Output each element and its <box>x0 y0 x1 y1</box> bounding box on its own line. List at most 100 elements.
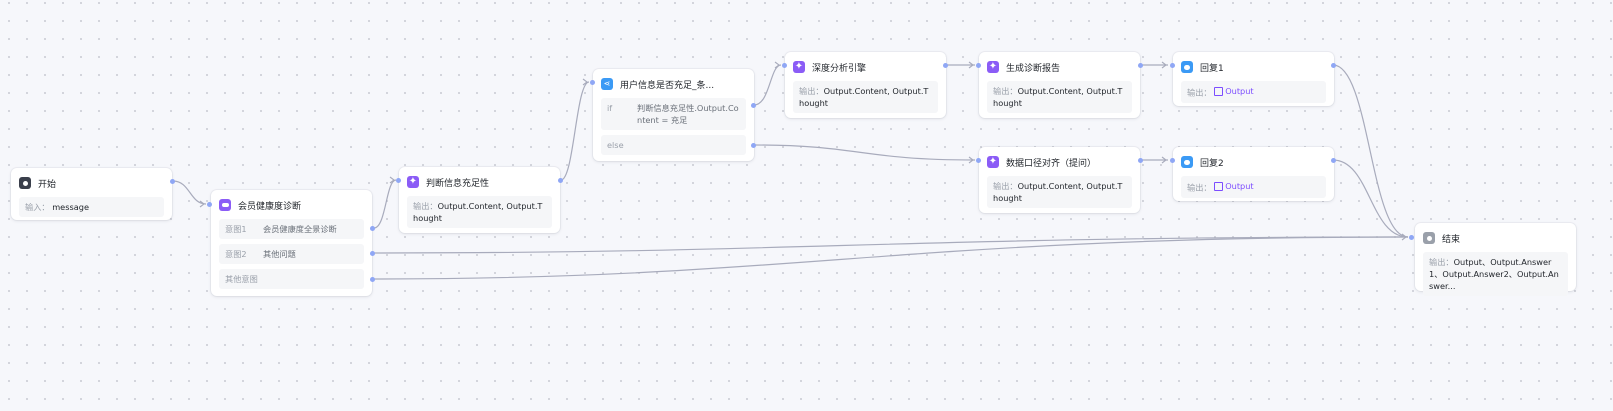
node-title: 开始 <box>38 179 57 190</box>
end-in-port[interactable] <box>1409 235 1414 240</box>
report-out-port[interactable] <box>1138 63 1143 68</box>
condition-node[interactable]: ⋖ 用户信息是否充足_条... if 判断信息充足性.Output.Conten… <box>593 69 754 161</box>
output-value: Output <box>1225 86 1254 96</box>
else-label: else <box>607 140 624 150</box>
intent-node[interactable]: 会员健康度诊断 意图1 会员健康度全景诊断 意图2 其他问题 其他意图 <box>211 190 372 296</box>
edge-intent1-judge <box>373 179 397 229</box>
intent-row-other: 其他意图 <box>219 269 364 289</box>
output-row: 输出：Output.Content, Output.Thought <box>793 81 938 113</box>
arrow-intent <box>199 200 205 208</box>
end-node[interactable]: 结束 输出：Output、Output.Answer1、Output.Answe… <box>1415 223 1576 296</box>
if-row: if 判断信息充足性.Output.Content = 充足 <box>601 98 746 130</box>
intent-key: 意图1 <box>225 224 247 234</box>
arrow-report <box>968 61 974 69</box>
report-in-port[interactable] <box>976 63 981 68</box>
edge-judge-condition <box>560 81 590 181</box>
node-title: 回复1 <box>1200 63 1224 74</box>
output-value: Output <box>1225 181 1254 191</box>
intent-in-port[interactable] <box>207 202 212 207</box>
node-title: 回复2 <box>1200 158 1224 169</box>
node-title: 深度分析引擎 <box>812 63 867 74</box>
start-node[interactable]: 开始 输入： message <box>11 168 172 220</box>
else-row: else <box>601 135 746 155</box>
reply1-out-port[interactable] <box>1331 63 1336 68</box>
arrow-judge <box>389 176 395 184</box>
edge-reply1-end <box>1332 64 1409 238</box>
llm-sparkle-icon: ✦ <box>407 176 419 188</box>
end-icon <box>1423 232 1435 244</box>
node-title: 用户信息是否充足_条... <box>620 80 715 91</box>
edge-start-intent <box>172 180 207 205</box>
intent-2-out-port[interactable] <box>370 251 375 256</box>
start-out-port[interactable] <box>170 179 175 184</box>
node-title: 结束 <box>1442 234 1461 245</box>
output-row: 输出：Output.Content, Output.Thought <box>987 81 1132 113</box>
edge-other-end <box>373 236 1409 280</box>
reply-icon <box>1181 61 1193 73</box>
output-label: 输出： <box>413 201 438 211</box>
if-expression: 判断信息充足性.Output.Content = 充足 <box>637 103 739 125</box>
edge-else-align <box>753 144 976 161</box>
condition-if-out-port[interactable] <box>751 103 756 108</box>
llm-sparkle-icon: ✦ <box>987 61 999 73</box>
arrow-reply1 <box>1161 61 1167 69</box>
output-row: 输出：Output.Content, Output.Thought <box>987 176 1132 208</box>
arrow-reply2 <box>1161 156 1167 164</box>
deep-analysis-node[interactable]: ✦ 深度分析引擎 输出：Output.Content, Output.Thoug… <box>785 52 946 118</box>
output-row: 输出： Output <box>1181 176 1326 198</box>
reply1-node[interactable]: 回复1 输出： Output <box>1173 52 1334 106</box>
output-label: 输出： <box>1187 182 1212 193</box>
arrow-end <box>1401 233 1407 241</box>
robot-icon <box>219 199 231 211</box>
node-title: 生成诊断报告 <box>1006 63 1061 74</box>
if-label: if <box>607 103 613 113</box>
output-value: Output.Content, Output.Thought <box>799 86 929 108</box>
intent-value: 其他问题 <box>263 249 296 259</box>
intent-value: 会员健康度全景诊断 <box>263 224 337 234</box>
node-title: 会员健康度诊断 <box>238 201 302 212</box>
intent-1-out-port[interactable] <box>370 226 375 231</box>
align-in-port[interactable] <box>976 158 981 163</box>
input-value: message <box>52 202 89 212</box>
reply2-out-port[interactable] <box>1331 158 1336 163</box>
output-label: 输出： <box>993 181 1018 191</box>
input-label: 输入： <box>25 202 50 212</box>
edge-reply2-end <box>1332 159 1409 238</box>
output-label: 输出： <box>993 86 1018 96</box>
intent-other-out-port[interactable] <box>370 277 375 282</box>
variable-icon <box>1214 86 1224 96</box>
output-row: 输出：Output、Output.Answer1、Output.Answer2、… <box>1423 252 1568 296</box>
output-label: 输出： <box>799 86 824 96</box>
intent-key: 其他意图 <box>225 274 258 284</box>
branch-icon: ⋖ <box>601 78 613 90</box>
judge-out-port[interactable] <box>558 178 563 183</box>
edge-intent2-end <box>373 236 1409 254</box>
condition-in-port[interactable] <box>590 80 595 85</box>
llm-sparkle-icon: ✦ <box>987 156 999 168</box>
deep-in-port[interactable] <box>782 63 787 68</box>
reply2-node[interactable]: 回复2 输出： Output <box>1173 147 1334 201</box>
reply1-in-port[interactable] <box>1170 63 1175 68</box>
intent-row-1: 意图1 会员健康度全景诊断 <box>219 219 364 239</box>
report-node[interactable]: ✦ 生成诊断报告 输出：Output.Content, Output.Thoug… <box>979 52 1140 118</box>
llm-sparkle-icon: ✦ <box>793 61 805 73</box>
input-row: 输入： message <box>19 197 164 217</box>
intent-row-2: 意图2 其他问题 <box>219 244 364 264</box>
judge-node[interactable]: ✦ 判断信息充足性 输出：Output.Content, Output.Thou… <box>399 167 560 233</box>
deep-out-port[interactable] <box>943 63 948 68</box>
start-icon <box>19 177 31 189</box>
output-variable-tag: Output <box>1214 180 1254 192</box>
data-align-node[interactable]: ✦ 数据口径对齐（提问） 输出：Output.Content, Output.T… <box>979 147 1140 213</box>
align-out-port[interactable] <box>1138 158 1143 163</box>
reply-icon <box>1181 156 1193 168</box>
output-label: 输出： <box>1429 257 1454 267</box>
judge-in-port[interactable] <box>396 178 401 183</box>
edge-if-deep <box>753 64 782 106</box>
reply2-in-port[interactable] <box>1170 158 1175 163</box>
arrow-condition <box>582 78 588 86</box>
arrow-align <box>968 156 974 164</box>
node-title: 判断信息充足性 <box>426 178 490 189</box>
node-title: 数据口径对齐（提问） <box>1006 158 1097 169</box>
output-value: Output、Output.Answer1、Output.Answer2、Out… <box>1429 257 1559 291</box>
condition-else-out-port[interactable] <box>751 143 756 148</box>
